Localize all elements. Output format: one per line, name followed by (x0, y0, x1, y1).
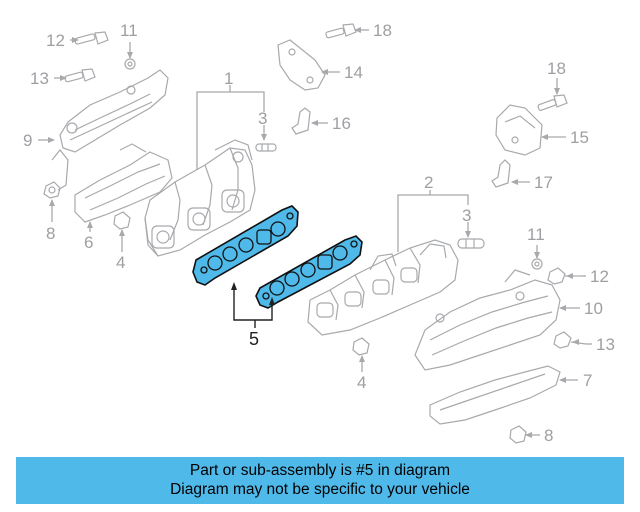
bracket-17 (491, 159, 511, 188)
lower-heat-shield-left (74, 143, 173, 223)
bolt-18-top (325, 23, 357, 39)
stud-3-left (255, 143, 277, 152)
callout-18-right: 18 (547, 59, 566, 78)
callout-13-right: 13 (596, 335, 615, 354)
callout-9: 9 (23, 131, 32, 150)
nut-8-right (509, 425, 527, 444)
bolt-18-right (537, 94, 568, 111)
callout-4-right: 4 (357, 373, 366, 392)
leader-arrowheads (48, 27, 579, 438)
callout-1: 1 (224, 69, 233, 88)
callout-3-left: 3 (258, 109, 267, 128)
leader-5 (231, 282, 275, 328)
callout-14: 14 (344, 63, 363, 82)
callout-2: 2 (424, 173, 433, 192)
left-exhaust-manifold (144, 139, 256, 257)
callout-15: 15 (570, 128, 589, 147)
callout-16: 16 (332, 114, 351, 133)
lower-heat-shield-right (429, 365, 561, 425)
stud-3-right (457, 238, 485, 249)
callout-8-right: 8 (544, 426, 553, 445)
callout-7: 7 (583, 371, 592, 390)
upper-heat-shield-left (51, 69, 169, 191)
callout-12-right: 12 (590, 267, 609, 286)
callout-3-right: 3 (462, 206, 471, 225)
callout-5: 5 (249, 329, 259, 349)
exhaust-manifold-gasket-right[interactable] (255, 235, 363, 309)
bolt-13-right (553, 331, 587, 349)
info-banner: Part or sub-assembly is #5 in diagram Di… (16, 457, 624, 504)
bracket-14 (277, 39, 326, 91)
callout-4-left: 4 (116, 253, 125, 272)
banner-line-1: Part or sub-assembly is #5 in diagram (189, 462, 451, 479)
exploded-parts-diagram: 1 2 3 3 4 4 5 6 7 8 8 9 10 11 11 12 12 1… (23, 21, 615, 445)
bolt-12-right (547, 267, 580, 285)
bolt-12-left (74, 31, 109, 45)
right-heat-shield (414, 269, 561, 371)
exhaust-manifold-gasket-left[interactable] (192, 205, 299, 286)
bolt-13-left (64, 68, 96, 83)
callout-labels: 1 2 3 3 4 4 5 6 7 8 8 9 10 11 11 12 12 1… (23, 21, 615, 445)
callout-8-left: 8 (46, 224, 55, 243)
nut-8-left (43, 181, 61, 199)
callout-13-left: 13 (30, 69, 49, 88)
washer-11-right (531, 258, 543, 270)
callout-6: 6 (84, 233, 93, 252)
callout-11-right: 11 (527, 225, 545, 244)
nut-4-right (352, 337, 370, 356)
right-exhaust-manifold (307, 239, 459, 336)
bracket-16 (291, 107, 311, 135)
callout-11-left: 11 (120, 21, 138, 40)
callout-12-left: 12 (46, 31, 65, 50)
callout-10: 10 (584, 299, 603, 318)
callout-18-top: 18 (373, 21, 392, 40)
washer-11-left (124, 58, 136, 70)
callout-17: 17 (534, 173, 553, 192)
banner-line-2: Diagram may not be specific to your vehi… (170, 481, 470, 498)
bracket-15 (495, 104, 543, 156)
nut-4-left (113, 211, 131, 230)
